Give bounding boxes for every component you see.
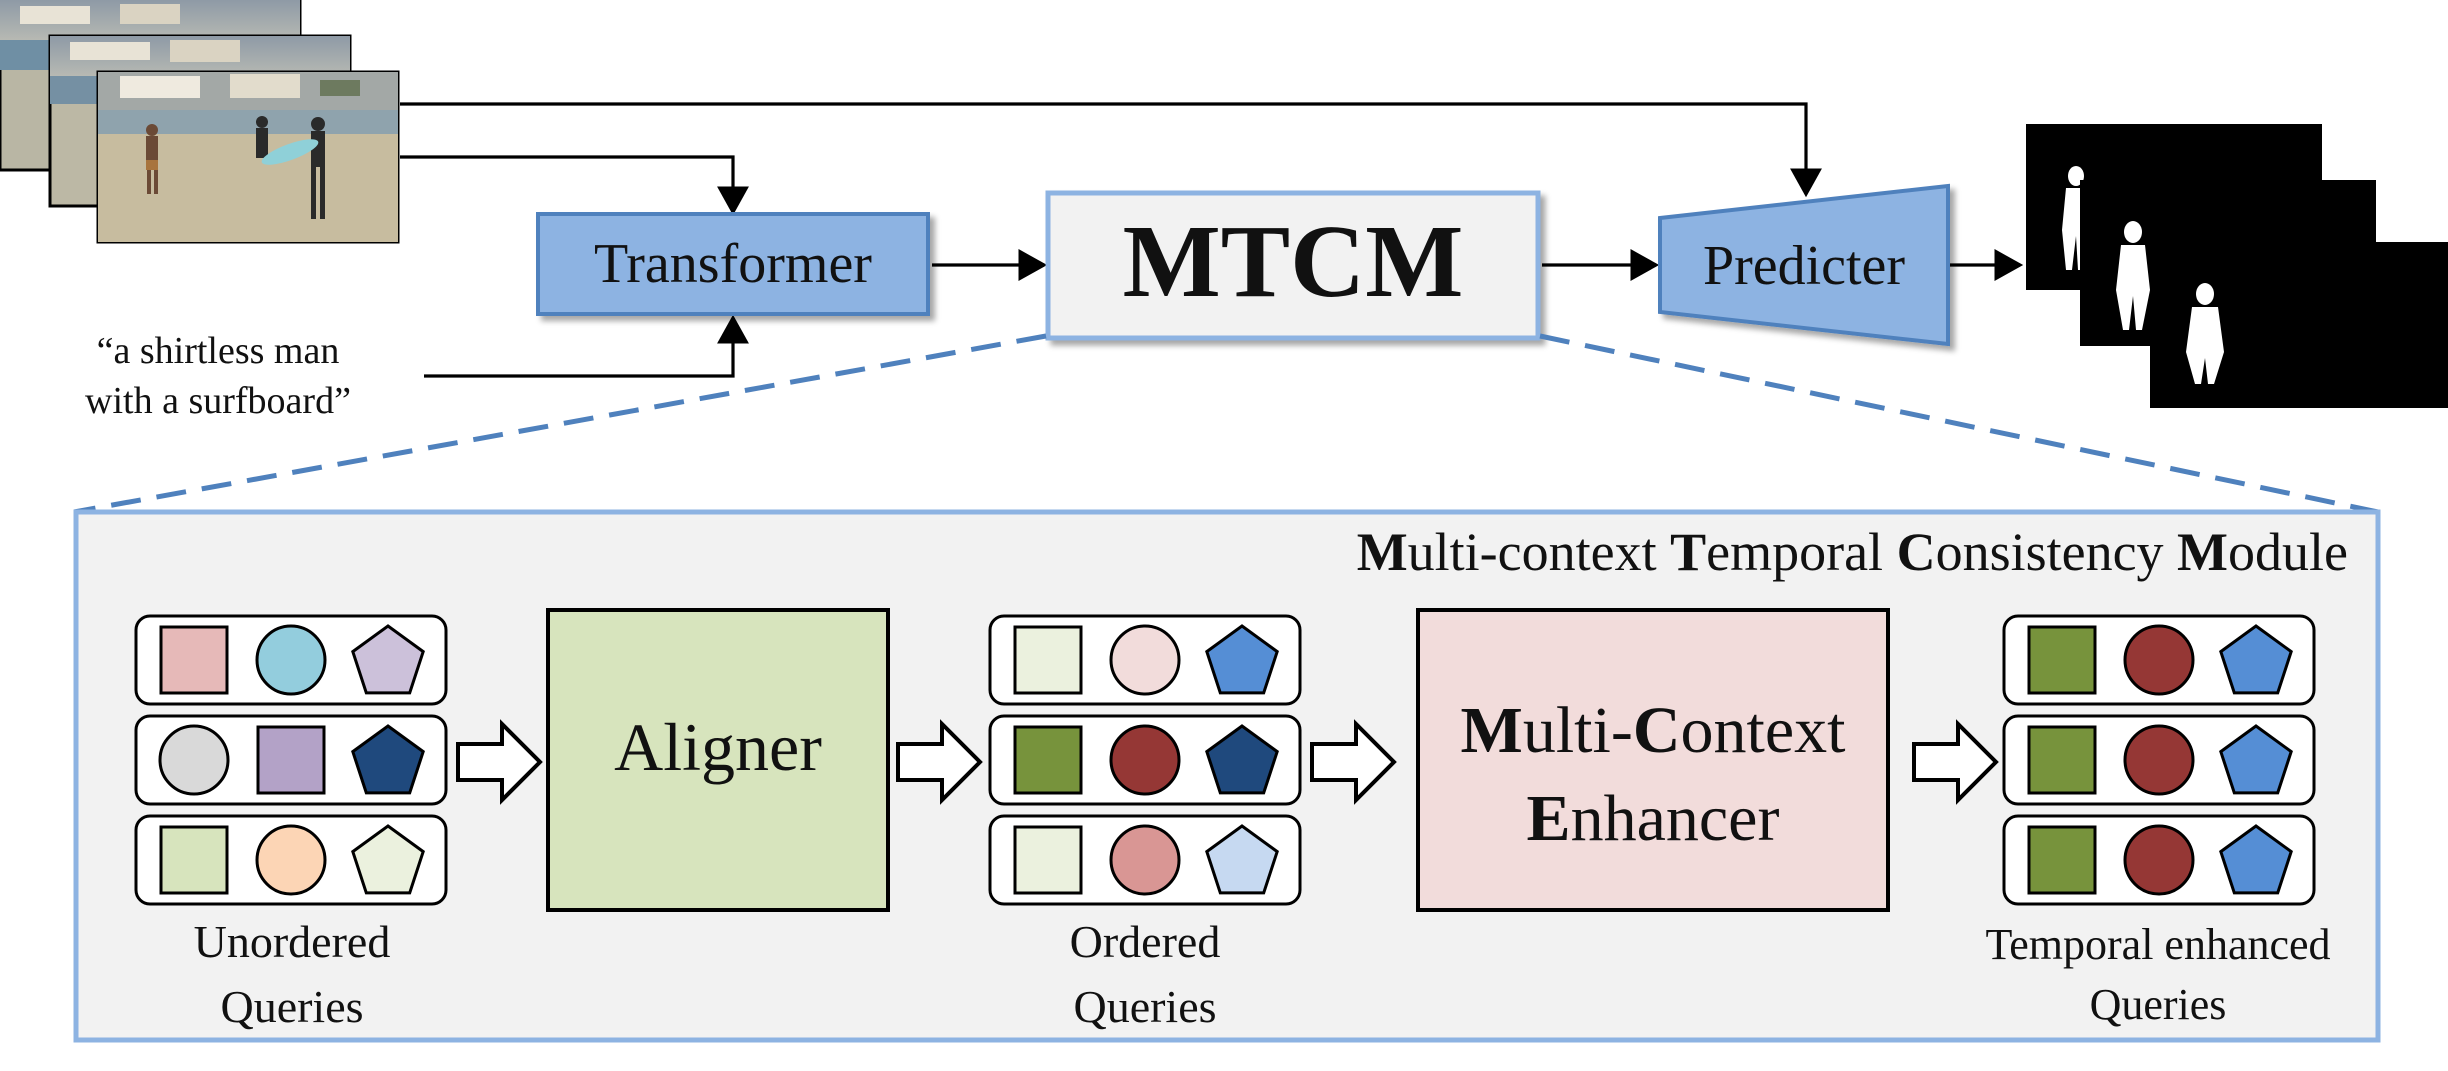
query-square xyxy=(2027,625,2097,695)
aligner-block: Aligner xyxy=(546,608,890,912)
text-rest: emporal xyxy=(1706,522,1896,582)
query-row xyxy=(2002,714,2316,806)
query-row xyxy=(2002,814,2316,906)
transformer-label: Transformer xyxy=(594,233,872,295)
query-circle xyxy=(1109,824,1181,896)
video-frame-front xyxy=(96,70,400,244)
enhanced-queries xyxy=(2002,614,2316,906)
arrow-video-to-transformer xyxy=(400,155,749,216)
bold-initial: M xyxy=(2177,522,2228,582)
query-circle xyxy=(158,724,230,796)
bold-initial: M xyxy=(1461,694,1523,767)
block-arrow-3 xyxy=(1310,719,1397,805)
ordered-queries xyxy=(988,614,1302,906)
input-video-frames xyxy=(0,0,400,244)
query-circle xyxy=(255,624,327,696)
text-rest: odule xyxy=(2228,522,2348,582)
aligner-label: Aligner xyxy=(614,709,822,785)
text-query-line2: with a surfboard” xyxy=(85,380,351,422)
predicter-label: Predicter xyxy=(1703,235,1905,297)
query-square xyxy=(256,725,326,795)
query-pentagon xyxy=(1205,624,1279,695)
mtcm-module-panel: Multi-context Temporal Consistency Modul… xyxy=(73,509,2381,1043)
query-row xyxy=(988,614,1302,706)
mtcm-label: MTCM xyxy=(1123,204,1464,319)
unordered-queries xyxy=(134,614,448,906)
query-circle xyxy=(1109,624,1181,696)
mask-frame-front xyxy=(2150,242,2448,408)
block-arrow-4 xyxy=(1912,719,1999,805)
block-arrow-1 xyxy=(456,719,543,805)
query-pentagon xyxy=(351,824,425,895)
query-row xyxy=(134,714,448,806)
captions: Unordered Queries Ordered Queries Tempor… xyxy=(194,916,2331,1032)
query-square xyxy=(1013,625,1083,695)
query-pentagon xyxy=(1205,724,1279,795)
text-query: “a shirtless man with a surfboard” xyxy=(85,330,351,422)
text-query-line1: “a shirtless man xyxy=(97,330,340,372)
bold-initial: M xyxy=(1357,522,1408,582)
unordered-caption-line2: Queries xyxy=(220,981,363,1032)
query-pentagon xyxy=(2219,624,2293,695)
enhanced-caption-line2: Queries xyxy=(2090,980,2227,1029)
module-title: Multi-context Temporal Consistency Modul… xyxy=(1357,522,2348,582)
bold-initial: C xyxy=(1633,694,1681,767)
bold-initial: C xyxy=(1897,522,1936,582)
text-rest: onsistency xyxy=(1936,522,2177,582)
text-rest: ontext xyxy=(1681,694,1846,767)
query-pentagon xyxy=(2219,824,2293,895)
query-pentagon xyxy=(351,624,425,695)
output-masks xyxy=(2026,124,2448,408)
query-row xyxy=(134,814,448,906)
unordered-caption-line1: Unordered xyxy=(194,916,391,967)
query-row xyxy=(988,714,1302,806)
query-circle xyxy=(2123,624,2195,696)
query-square xyxy=(1013,725,1083,795)
ordered-caption-line2: Queries xyxy=(1073,981,1216,1032)
flow-block-arrows xyxy=(456,719,1999,805)
zoom-guide-lines xyxy=(73,333,2379,515)
pipeline-arrows xyxy=(400,102,2024,378)
query-square xyxy=(1013,825,1083,895)
enhancer-label-line1: Multi-Context xyxy=(1461,694,1846,767)
arrow-text-to-transformer xyxy=(424,314,749,378)
text-rest: ulti- xyxy=(1523,694,1633,767)
transformer-block: Transformer xyxy=(536,212,930,316)
query-circle xyxy=(2123,824,2195,896)
query-row xyxy=(988,814,1302,906)
query-circle xyxy=(1109,724,1181,796)
text-rest: ulti-context xyxy=(1408,522,1670,582)
arrow-video-to-predicter xyxy=(400,102,1822,198)
query-pentagon xyxy=(1205,824,1279,895)
ordered-caption-line1: Ordered xyxy=(1070,916,1221,967)
query-row xyxy=(134,614,448,706)
query-square xyxy=(159,825,229,895)
query-pentagon xyxy=(2219,724,2293,795)
query-row xyxy=(2002,614,2316,706)
bold-initial: T xyxy=(1670,522,1706,582)
block-arrow-2 xyxy=(896,719,983,805)
query-square xyxy=(159,625,229,695)
mtcm-block: MTCM xyxy=(1045,190,1541,341)
text-rest: nhancer xyxy=(1571,782,1780,855)
enhancer-label-line2: Enhancer xyxy=(1527,782,1780,855)
query-square xyxy=(2027,825,2097,895)
bold-initial: E xyxy=(1527,782,1571,855)
multi-context-enhancer-block: Multi-Context Enhancer xyxy=(1416,608,1890,912)
query-circle xyxy=(255,824,327,896)
predicter-block: Predicter xyxy=(1658,183,1950,347)
query-circle xyxy=(2123,724,2195,796)
query-pentagon xyxy=(351,724,425,795)
query-square xyxy=(2027,725,2097,795)
enhanced-caption-line1: Temporal enhanced xyxy=(1985,920,2330,969)
